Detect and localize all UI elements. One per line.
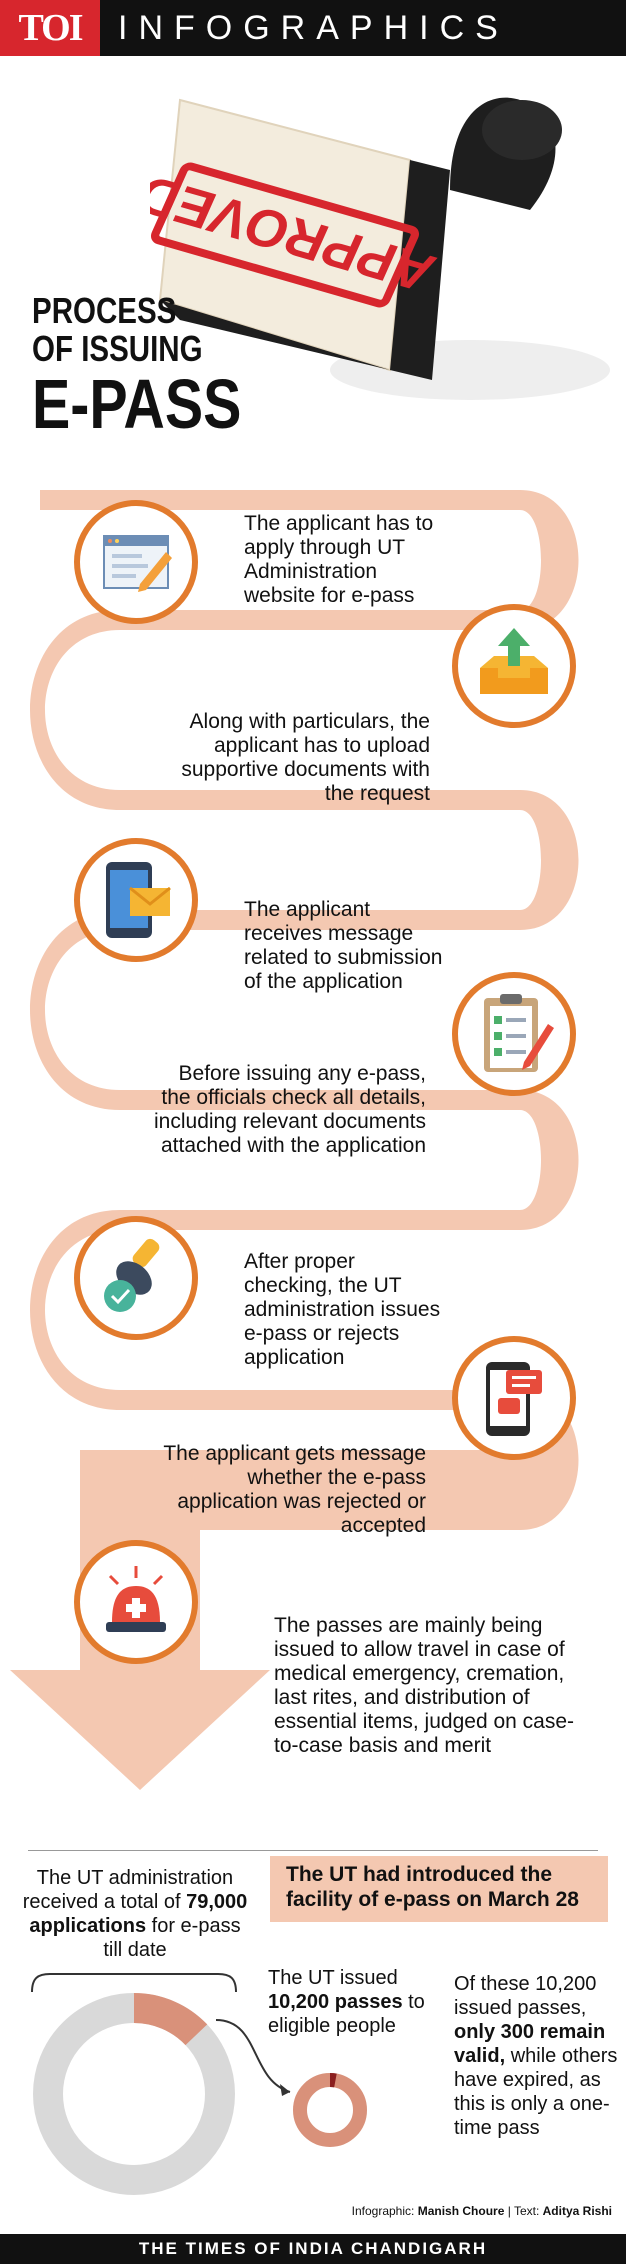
issued-donut (293, 2073, 367, 2147)
footer-bar: THE TIMES OF INDIA CHANDIGARH (0, 2234, 626, 2264)
issued-bold: 10,200 passes (268, 1991, 403, 2013)
step-6-text: The applicant gets message whether the e… (163, 1442, 426, 1537)
title-line-3: E-PASS (32, 365, 242, 443)
step-5-text: After proper checking, the UT administra… (244, 1250, 441, 1369)
credit-infographic-label: Infographic: (351, 2204, 415, 2218)
phone-message-icon (486, 1362, 542, 1436)
valid-bold: only 300 remain valid, (454, 2021, 606, 2067)
issued-donut-slice (33, 1993, 235, 2195)
step-3-text: The applicant receives message related t… (244, 898, 443, 993)
title-line-1: PROCESS (32, 290, 177, 331)
credit-text-label: Text: (513, 2204, 540, 2218)
step-2-text: Along with particulars, the applicant ha… (181, 710, 430, 805)
step-1-text: The applicant has to apply through UT Ad… (244, 512, 434, 607)
upload-tray-icon (480, 628, 548, 694)
approved-stamp-illustration: APPROVED (150, 97, 610, 400)
step-7-icon-circle (74, 1540, 198, 1664)
step-4-text: Before issuing any e-pass, the officials… (154, 1062, 426, 1157)
step-7-text: The passes are mainly being issued to al… (274, 1614, 574, 1757)
header-bar (0, 0, 626, 56)
step-5-icon-circle (74, 1216, 198, 1340)
process-path-shape (10, 490, 579, 1790)
credit-text-name: Aditya Rishi (542, 2204, 612, 2218)
applications-received-text: The UT administration received a total o… (20, 1866, 250, 1962)
checklist-clipboard-icon (484, 994, 554, 1072)
issued-pre: The UT issued (268, 1967, 398, 1989)
header-title: INFOGRAPHICS (118, 8, 509, 47)
step-3-icon-circle (74, 838, 198, 962)
received-bold: 79,000 applications (29, 1891, 248, 1937)
section-divider (28, 1850, 598, 1851)
issued-post: to eligible people (268, 1991, 425, 2037)
passes-issued-text: The UT issued 10,200 passes to eligible … (268, 1966, 448, 2038)
emergency-siren-icon (106, 1566, 166, 1632)
intro-highlight-box (270, 1856, 608, 1922)
toi-logo: TOI (0, 0, 100, 56)
title-line-2: OF ISSUING (32, 328, 203, 369)
process-path (10, 490, 579, 1790)
page-title: PROCESS OF ISSUING E-PASS (32, 290, 242, 443)
received-pre: The UT administration received a total o… (22, 1867, 234, 1913)
valid-donut-slice (293, 2073, 367, 2147)
received-post: for e-pass till date (103, 1915, 241, 1961)
intro-date-text: The UT had introduced the facility of e-… (286, 1863, 579, 1911)
form-pencil-icon (103, 535, 172, 592)
step-1-icon-circle (74, 500, 198, 624)
step-4-icon-circle (452, 972, 576, 1096)
phone-envelope-icon (106, 862, 171, 938)
passes-valid-text: Of these 10,200 issued passes, only 300 … (454, 1972, 624, 2140)
valid-post: while others have expired, as this is on… (454, 2045, 618, 2139)
valid-pre: Of these 10,200 issued passes, (454, 1973, 597, 2019)
credits-line: Infographic: Manish Choure | Text: Adity… (351, 2204, 612, 2218)
step-2-icon-circle (452, 604, 576, 728)
step-6-icon-circle (452, 1336, 576, 1460)
credit-infographic-name: Manish Choure (417, 2204, 505, 2218)
stats-donut-charts (31, 1973, 367, 2195)
approval-stamp-icon (104, 1238, 160, 1312)
